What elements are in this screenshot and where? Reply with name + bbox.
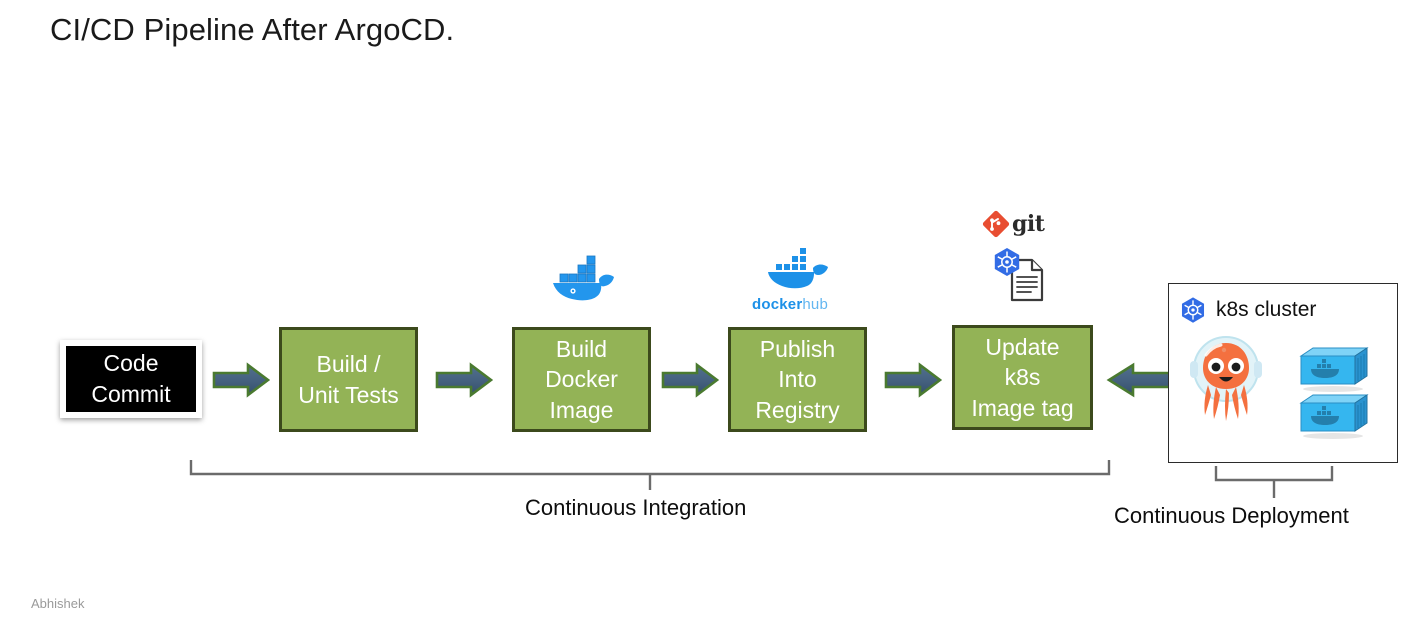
continuous-deployment-label: Continuous Deployment (1114, 503, 1349, 528)
stage-label-code-commit: Code Commit (91, 350, 171, 407)
stage-label-build-docker-image: Build Docker Image (545, 335, 618, 423)
arrow-right-2 (435, 362, 493, 398)
docker-container-icon-2 (1299, 394, 1369, 439)
kubernetes-wheel-icon (1181, 297, 1205, 323)
stage-label-build-unit-tests: Build / Unit Tests (298, 350, 399, 408)
k8s-cluster-panel: k8s cluster (1168, 283, 1398, 463)
git-diamond-icon (982, 210, 1010, 238)
stage-box-code-commit[interactable]: Code Commit (60, 340, 202, 418)
git-wordmark: git (1012, 211, 1045, 237)
continuous-integration-bracket (189, 460, 1111, 490)
k8s-manifest-file-icon (994, 248, 1044, 302)
stage-box-update-k8s-image-tag[interactable]: Update k8s Image tag (952, 325, 1093, 430)
dockerhub-word-hub: hub (802, 296, 829, 313)
argocd-octopus-icon (1190, 336, 1262, 421)
dockerhub-word-docker: docker (752, 296, 803, 313)
stage-box-build-docker-image[interactable]: Build Docker Image (512, 327, 651, 432)
footer-author: Abhishek (31, 596, 85, 611)
arrow-right-1 (212, 362, 270, 398)
page-title: CI/CD Pipeline After ArgoCD. (50, 12, 455, 47)
arrow-right-4 (884, 362, 942, 398)
stage-label-publish-into-registry: Publish Into Registry (755, 335, 840, 423)
docker-whale-icon (553, 255, 614, 301)
continuous-integration-label: Continuous Integration (525, 495, 747, 520)
k8s-cluster-label: k8s cluster (1216, 298, 1317, 321)
continuous-deployment-bracket (1214, 466, 1334, 498)
stage-label-update-k8s-image-tag: Update k8s Image tag (971, 333, 1074, 421)
stage-box-build-unit-tests[interactable]: Build / Unit Tests (279, 327, 418, 432)
stage-box-publish-into-registry[interactable]: Publish Into Registry (728, 327, 867, 432)
dockerhub-whale-icon (768, 248, 828, 289)
docker-container-icon-1 (1299, 347, 1369, 392)
dockerhub-wordmark: dockerhub (752, 296, 828, 313)
arrow-right-3 (661, 362, 719, 398)
k8s-cluster-title-row: k8s cluster (1179, 296, 1316, 324)
